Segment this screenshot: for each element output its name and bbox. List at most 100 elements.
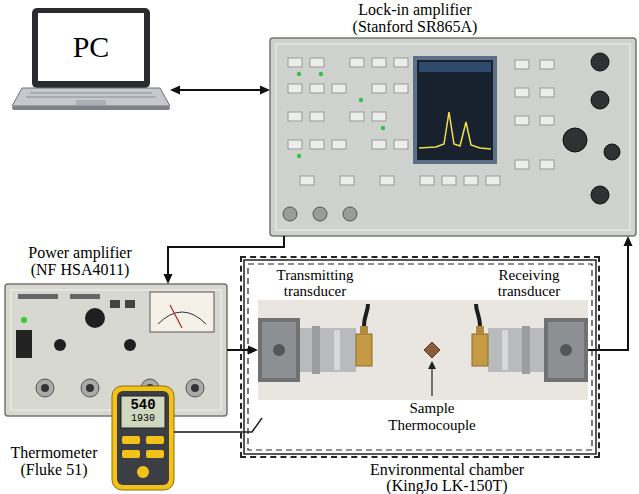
transducer-photo-part xyxy=(431,367,432,396)
power-amplifier-panel-part xyxy=(158,312,206,324)
transducer-photo-part xyxy=(356,334,372,366)
lock-in-panel-part xyxy=(413,56,497,164)
device-heading: Lock-in amplifier (Stanford SR865A) xyxy=(345,1,485,35)
transducer-photo-part xyxy=(560,344,572,356)
part-label-holder: Thermocouple xyxy=(372,417,492,434)
connector-line xyxy=(174,431,240,433)
transducer-photo-part xyxy=(476,326,484,334)
lock-in-panel-part xyxy=(276,44,630,230)
lock-in-panel-part xyxy=(359,98,363,102)
lock-in-panel-part xyxy=(563,128,587,152)
arrow-head xyxy=(248,346,258,355)
device-heading: Transmitting transducer xyxy=(270,267,360,299)
power-amplifier-panel-part xyxy=(81,379,99,397)
lock-in-amplifier: Lock-in amplifier (Stanford SR865A) xyxy=(270,38,636,236)
transducer-photo-part xyxy=(258,300,588,400)
device-heading: Thermometer (Fluke 51) xyxy=(4,444,104,478)
transducer-photo-part xyxy=(488,328,544,372)
lock-in-panel-part xyxy=(464,176,478,185)
transmitting-transducer: Transmitting transducer xyxy=(258,300,373,400)
lock-in-panel-part xyxy=(417,60,493,160)
transducer-photo xyxy=(240,300,588,432)
lock-in-panel-part xyxy=(288,58,302,67)
thermometer-body-part xyxy=(146,450,164,458)
display-reading-holder: 540 xyxy=(121,397,165,413)
device-heading-holder: Transmitting transducer xyxy=(270,267,360,299)
transducer-photo-part xyxy=(476,304,480,326)
lock-in-panel-part xyxy=(394,84,408,93)
laptop-icon-part xyxy=(32,8,150,88)
device-heading: Receiving transducer xyxy=(484,267,574,299)
laptop-icon-part xyxy=(76,100,106,105)
lock-in-panel-part xyxy=(419,62,491,72)
lock-in-panel-part xyxy=(310,112,324,121)
lock-in-panel-part xyxy=(515,116,529,125)
transducer-photo-part xyxy=(472,334,488,366)
connector-line xyxy=(588,246,628,350)
device-heading-holder: Receiving transducer xyxy=(484,267,574,299)
transducer-photo-part xyxy=(424,342,440,358)
computer-node: PC xyxy=(12,8,170,112)
lock-in-panel-part xyxy=(604,144,620,160)
power-amplifier-panel-part xyxy=(110,300,120,308)
device-heading-holder: Lock-in amplifier (Stanford SR865A) xyxy=(345,1,485,35)
device-heading: Environmental chamber (KingJo LK-150T) xyxy=(362,462,532,494)
lock-in-panel-part xyxy=(350,112,364,121)
lock-in-panel-part xyxy=(420,176,434,185)
connector-line xyxy=(168,236,284,274)
lock-in-panel-part xyxy=(300,176,314,185)
power-amplifier-panel-part xyxy=(16,330,32,358)
lock-in-panel-part xyxy=(288,84,302,93)
lock-in-panel-part xyxy=(515,60,529,69)
thermometer-body-part xyxy=(122,450,140,458)
power-amplifier-panel-part xyxy=(70,294,100,299)
power-amplifier-panel-part xyxy=(86,384,94,392)
laptop-icon-part xyxy=(30,93,152,94)
thermometer-body-part xyxy=(112,386,174,490)
power-amplifier-panel-part xyxy=(18,294,58,299)
lock-in-panel-part xyxy=(297,72,301,76)
lock-in-panel-part xyxy=(340,176,354,185)
arrow-head xyxy=(260,86,270,95)
laptop-icon-part xyxy=(12,106,170,110)
chamber-walls-part xyxy=(244,260,596,454)
power-amplifier-panel-part xyxy=(41,384,49,392)
transducer-photo-part xyxy=(522,326,530,374)
device-heading-holder: Power amplifier (NF HSA4011) xyxy=(25,244,135,278)
device-heading-holder: Environmental chamber (KingJo LK-150T) xyxy=(362,462,532,494)
lock-in-panel-part xyxy=(310,84,324,93)
lock-in-panel-part xyxy=(540,88,554,97)
connector-line xyxy=(227,349,248,351)
lock-in-panel-part xyxy=(394,58,408,67)
lock-in-panel-part xyxy=(350,58,364,67)
screen-text-holder: PC xyxy=(38,30,144,64)
thermometer-body-part xyxy=(146,436,164,444)
lock-in-panel-part xyxy=(540,160,554,169)
thermometer-body-part xyxy=(137,466,149,478)
lock-in-panel-part xyxy=(591,186,609,204)
lock-in-panel-part xyxy=(319,72,323,76)
lock-in-panel-part xyxy=(515,160,529,169)
chamber-walls xyxy=(244,260,596,454)
thermometer-body xyxy=(112,386,174,490)
transducer-photo-part xyxy=(334,330,340,370)
transducer-photo-part xyxy=(544,318,588,382)
power-amplifier-panel-part xyxy=(54,339,66,351)
lock-in-panel-part xyxy=(540,60,554,69)
display-reading: 540 xyxy=(121,397,165,413)
power-amplifier-panel-part xyxy=(36,379,54,397)
lock-in-panel-part xyxy=(372,58,386,67)
arrow-head xyxy=(624,236,633,246)
part-label: Sample xyxy=(372,400,492,417)
lock-in-panel-part xyxy=(515,88,529,97)
transducer-photo-part xyxy=(258,318,300,382)
power-amplifier-panel-part xyxy=(170,305,182,328)
power-amplifier-panel-part xyxy=(21,317,27,323)
lock-in-panel-part xyxy=(297,154,301,158)
transducer-photo-part xyxy=(240,418,262,432)
lock-in-panel-part xyxy=(332,84,346,93)
connector-arrow xyxy=(588,236,633,350)
transducer-photo-part xyxy=(273,344,285,356)
